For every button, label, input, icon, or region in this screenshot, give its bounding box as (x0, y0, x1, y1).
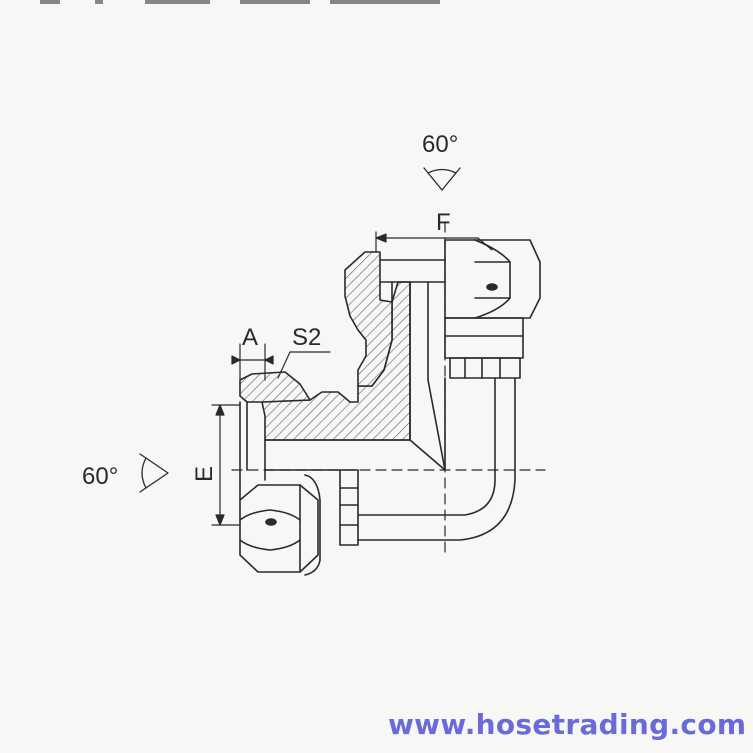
dimension-s2-label: S2 (292, 324, 321, 351)
dimension-a (231, 343, 274, 381)
dimension-s2 (277, 351, 331, 379)
left-hex-nut (239, 401, 319, 573)
dimension-f (375, 231, 493, 253)
watermark-url: www.hosetrading.com (388, 708, 747, 741)
dimension-f-label: F (436, 209, 451, 236)
dimension-a-label: A (242, 324, 258, 351)
top-collar (449, 357, 521, 379)
elbow-tube (357, 377, 516, 541)
angle-symbol-left (139, 453, 169, 493)
top-hex-nut (444, 239, 541, 359)
left-collar (264, 469, 359, 576)
angle-top-label: 60° (422, 131, 458, 158)
bore-lines (264, 281, 446, 471)
dimension-e (211, 404, 241, 526)
angle-symbol-top (423, 167, 461, 191)
top-port (379, 259, 446, 303)
dimension-e-label: E (191, 466, 218, 482)
left-nut-section (239, 371, 311, 403)
top-nut-section (344, 251, 393, 387)
angle-left-label: 60° (82, 463, 118, 490)
